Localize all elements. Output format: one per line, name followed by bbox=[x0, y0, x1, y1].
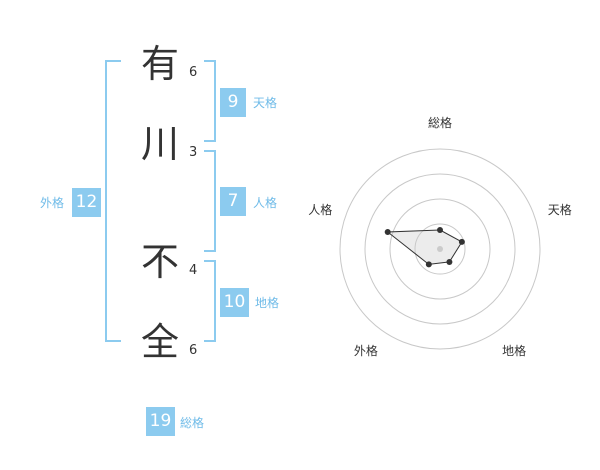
soukaku-label: 総格 bbox=[180, 416, 205, 430]
radar-point-4 bbox=[425, 261, 432, 268]
stroke-count-3: 4 bbox=[189, 263, 198, 278]
name-char-2: 川 bbox=[140, 122, 179, 166]
radar-ring-3 bbox=[364, 173, 516, 325]
jinkaku-label: 人格 bbox=[253, 196, 278, 210]
soukaku-badge: 19 bbox=[146, 407, 175, 436]
radar-center bbox=[437, 246, 443, 252]
chikaku-badge: 10 bbox=[220, 288, 249, 317]
tenkaku-bracket bbox=[204, 60, 216, 142]
gaikaku-bracket bbox=[105, 60, 121, 342]
jinkaku-badge: 7 bbox=[220, 187, 246, 216]
chikaku-label: 地格 bbox=[255, 296, 280, 310]
radar-rings bbox=[339, 148, 541, 350]
radar-area bbox=[386, 229, 463, 265]
radar-axis-label-1: 総格 bbox=[428, 115, 452, 130]
radar-ring-1 bbox=[414, 223, 466, 275]
stroke-count-4: 6 bbox=[189, 343, 198, 358]
gaikaku-badge: 12 bbox=[72, 188, 101, 217]
gaikaku-label: 外格 bbox=[40, 196, 65, 210]
radar-axis-label-5: 人格 bbox=[308, 202, 332, 217]
radar-axis-label-4: 外格 bbox=[354, 343, 378, 358]
radar-point-5 bbox=[384, 229, 391, 236]
name-char-1: 有 bbox=[140, 42, 179, 86]
tenkaku-badge: 9 bbox=[220, 88, 246, 117]
radar-ring-4 bbox=[339, 148, 541, 350]
name-char-3: 不 bbox=[140, 240, 179, 284]
stroke-count-2: 3 bbox=[189, 145, 198, 160]
radar-axis-label-2: 天格 bbox=[548, 202, 572, 217]
jinkaku-bracket bbox=[204, 150, 216, 252]
radar-ring-2 bbox=[389, 198, 491, 300]
radar-axis-label-3: 地格 bbox=[502, 343, 526, 358]
radar-point-3 bbox=[446, 258, 453, 265]
name-char-4: 全 bbox=[140, 320, 179, 364]
radar-point-1 bbox=[437, 227, 443, 233]
radar-point-2 bbox=[458, 238, 465, 245]
radar-points bbox=[384, 227, 465, 268]
tenkaku-label: 天格 bbox=[253, 96, 278, 110]
stroke-count-1: 6 bbox=[189, 65, 198, 80]
chikaku-bracket bbox=[204, 260, 216, 342]
